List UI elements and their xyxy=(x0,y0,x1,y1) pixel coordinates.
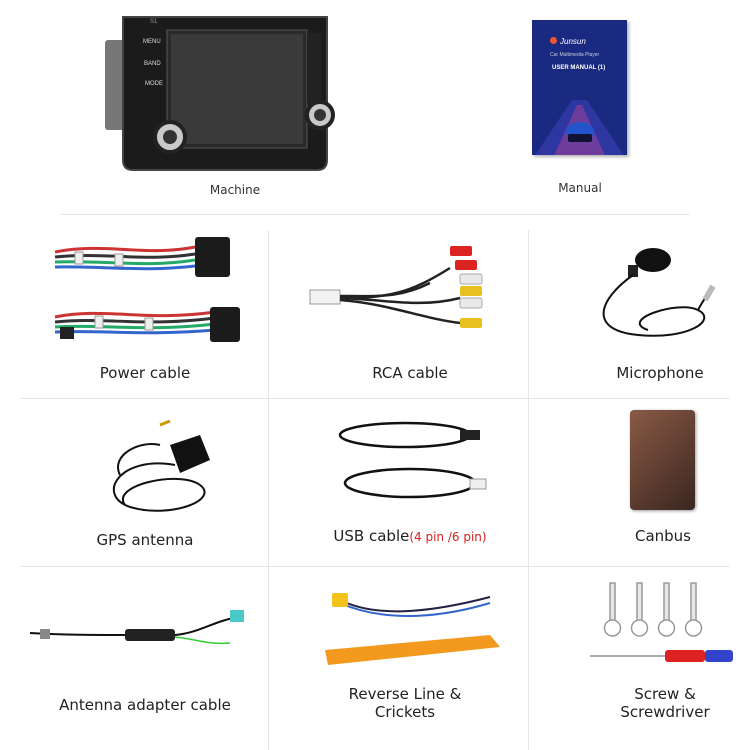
divider-col1 xyxy=(268,230,269,750)
junsun-logo-icon xyxy=(550,37,557,44)
label-antenna-adapter-cable: Antenna adapter cable xyxy=(59,696,231,714)
screw-tools-image xyxy=(590,582,733,662)
label-microphone: Microphone xyxy=(616,364,704,382)
divider-top xyxy=(60,214,690,215)
manual-brand: Junsun xyxy=(560,37,586,46)
machine-cell: MENU BAND MODE S1 xyxy=(90,5,350,205)
label-machine: Machine xyxy=(209,183,261,197)
microphone-image xyxy=(602,248,716,337)
label-manual: Manual xyxy=(558,181,602,195)
canbus-box xyxy=(630,410,695,510)
divider-col2 xyxy=(528,230,529,750)
head-unit-image xyxy=(105,16,335,171)
car-graphic xyxy=(535,100,624,155)
machine-top-text: S1 xyxy=(150,19,158,25)
label-reverse-line: Reverse Line & Crickets xyxy=(320,685,490,721)
usb-cable-text: USB cable xyxy=(333,527,410,545)
rca-cable-image xyxy=(309,246,483,328)
screw-text-2: Screwdriver xyxy=(620,703,710,721)
machine-button-mode: MODE xyxy=(145,81,163,87)
reverse-line-image xyxy=(325,593,500,665)
divider-row2 xyxy=(20,398,730,399)
label-usb-cable: USB cable(4 pin /6 pin) xyxy=(300,527,520,545)
manual-title: USER MANUAL (1) xyxy=(552,65,606,71)
label-power-cable: Power cable xyxy=(99,364,191,382)
antenna-adapter-image xyxy=(29,610,244,645)
label-gps-antenna: GPS antenna xyxy=(96,531,194,549)
machine-button-menu: MENU xyxy=(143,39,161,45)
label-rca-cable: RCA cable xyxy=(372,364,448,382)
reverse-line-text-2: Crickets xyxy=(374,703,436,721)
gps-antenna-image xyxy=(112,419,210,512)
label-screw-screwdriver: Screw & Screwdriver xyxy=(580,685,750,721)
divider-row3 xyxy=(20,566,730,567)
usb-cable-pins: (4 pin /6 pin) xyxy=(409,530,487,544)
usb-cable-image xyxy=(338,421,487,499)
manual-subtitle: Car Multimedia Player xyxy=(550,52,600,58)
power-cable-image xyxy=(54,237,240,342)
label-canbus: Canbus xyxy=(634,527,691,545)
screw-text-1: Screw & xyxy=(634,685,696,703)
reverse-line-text-1: Reverse Line & xyxy=(348,685,462,703)
manual-booklet: Junsun Car Multimedia Player USER MANUAL… xyxy=(532,20,627,155)
machine-button-band: BAND xyxy=(144,61,161,67)
